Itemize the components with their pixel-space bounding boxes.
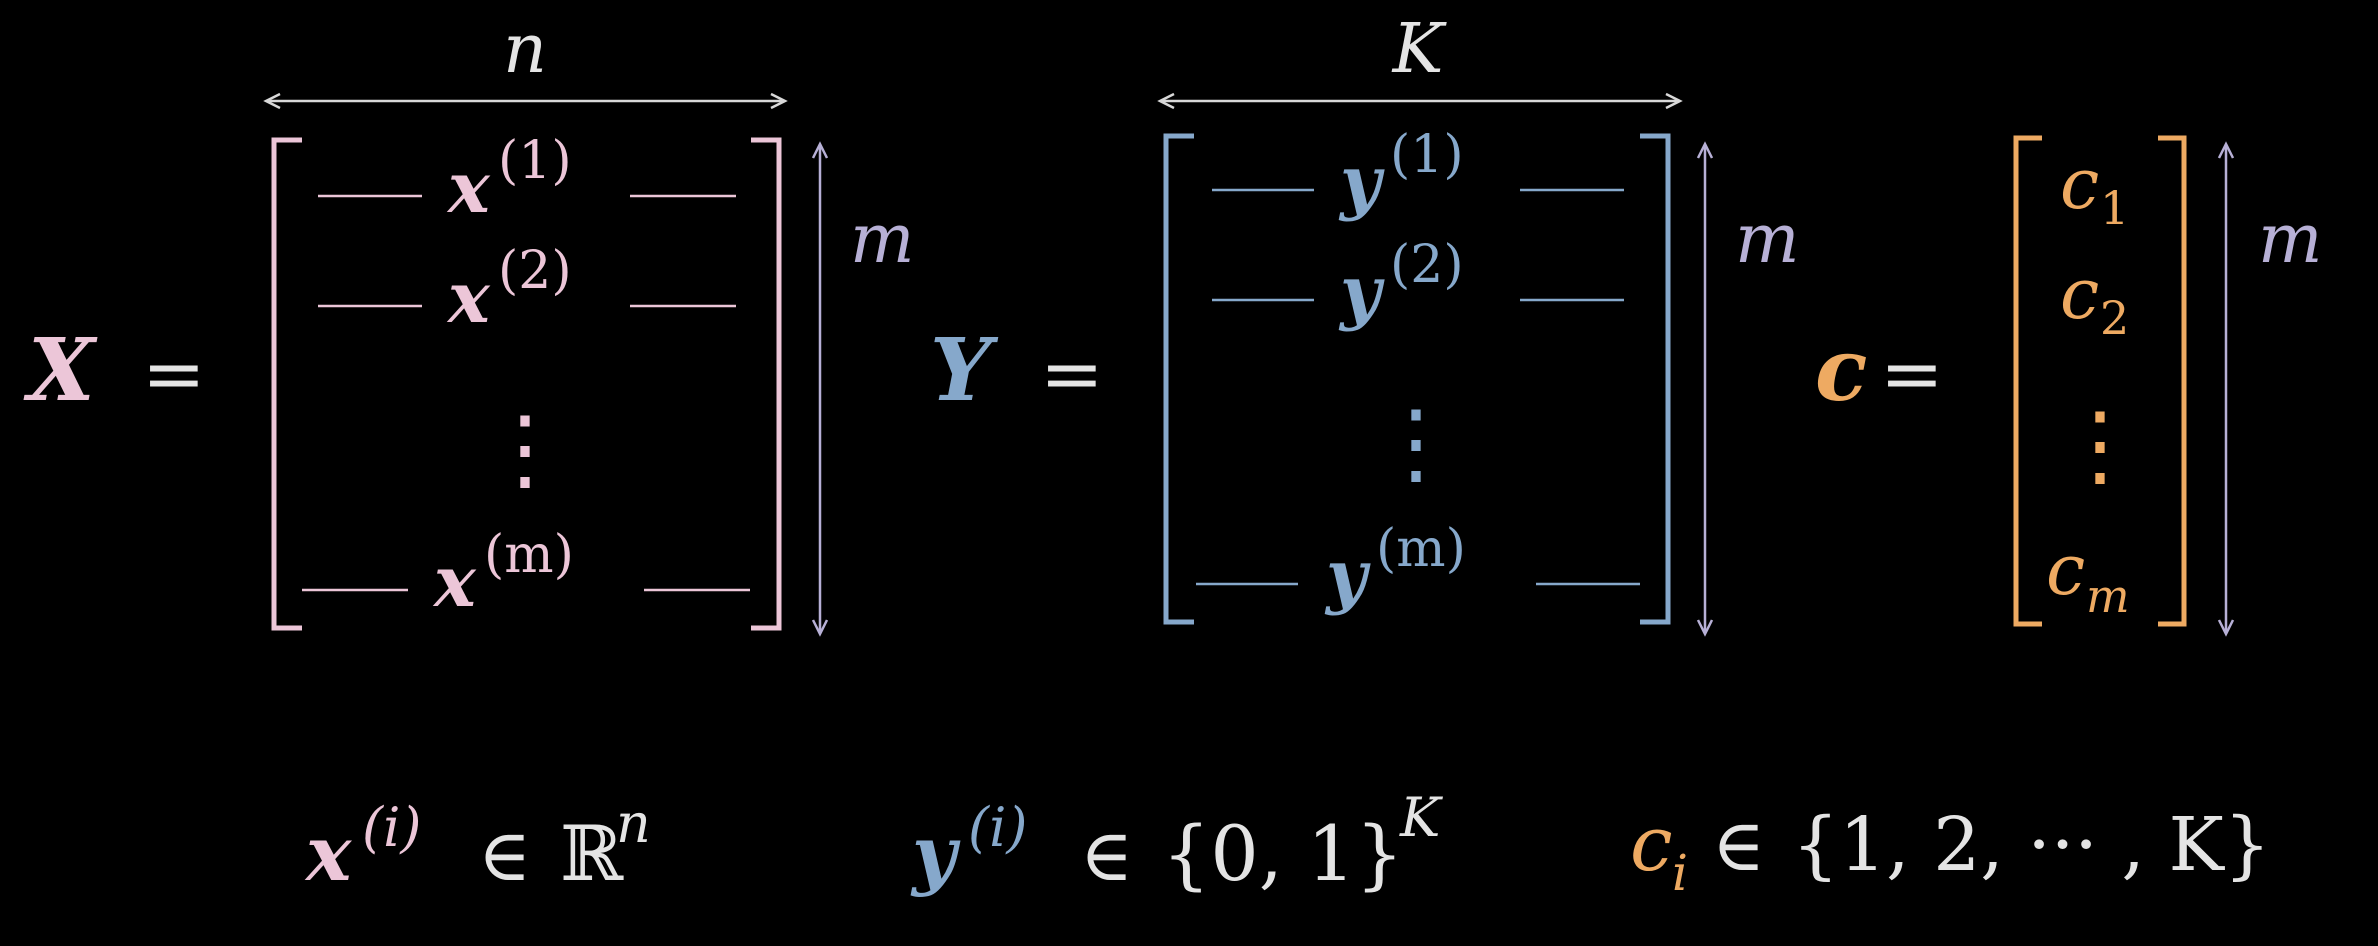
vector-c-group: c = c 1 c 2 ⋮ c m m xyxy=(1815,135,2322,637)
matrix-y-vdots: ⋮ xyxy=(1371,391,1461,496)
matrix-x-row-superscript: (m) xyxy=(484,525,574,585)
matrix-y-width-arrow xyxy=(1157,92,1683,110)
matrix-x-row-m: x (m) xyxy=(302,525,750,623)
definition-c: c i ∈ {1, 2, ··· , K} xyxy=(1630,799,2271,902)
vector-c-entry-1: c 1 xyxy=(2060,143,2129,235)
def-y-set-exponent: K xyxy=(1399,786,1443,849)
def-x-set: ℝ xyxy=(560,809,624,898)
definition-y: y (i) ∈ {0, 1} K xyxy=(910,786,1443,898)
matrix-x-vdots: ⋮ xyxy=(480,397,570,502)
matrix-x-row-symbol: x xyxy=(446,256,491,339)
vector-c-height-label: m xyxy=(2258,200,2322,279)
matrix-x-width-arrow xyxy=(263,92,788,110)
vector-c-entry-symbol: c xyxy=(2060,143,2099,225)
matrix-y-row-symbol: y xyxy=(1324,534,1371,617)
matrix-x-row-2: x (2) xyxy=(318,241,736,339)
matrix-x-row-1: x (1) xyxy=(318,131,736,229)
vector-c-entry-2: c 2 xyxy=(2060,253,2129,345)
matrix-y-row-superscript: (m) xyxy=(1376,519,1466,579)
definition-x: x (i) ∈ ℝ n xyxy=(304,792,651,898)
matrix-x-row-superscript: (1) xyxy=(498,131,572,191)
vector-c-height-arrow xyxy=(2217,141,2235,637)
matrix-y-brackets xyxy=(1163,133,1671,625)
def-c-set: {1, 2, ··· , K} xyxy=(1792,802,2271,888)
matrix-x-height-label: m xyxy=(850,200,914,279)
def-y-set: {0, 1} xyxy=(1162,809,1404,898)
matrix-y-height-arrow xyxy=(1696,141,1714,637)
matrix-y-name: Y xyxy=(930,320,999,421)
matrix-y-row-superscript: (2) xyxy=(1390,235,1464,295)
def-x-symbol: x xyxy=(304,809,353,898)
matrix-y-height-label: m xyxy=(1735,200,1799,279)
vector-c-entry-subscript: 2 xyxy=(2100,291,2129,345)
def-y-superscript: (i) xyxy=(968,796,1027,859)
matrix-x-height-arrow xyxy=(811,141,829,637)
def-c-subscript: i xyxy=(1672,844,1688,902)
def-x-set-exponent: n xyxy=(616,792,651,855)
matrix-y-group: Y = K y (1) y (2) ⋮ y (m) xyxy=(930,10,1799,637)
matrix-y-row-m: y (m) xyxy=(1196,519,1640,617)
matrix-y-equals: = xyxy=(1040,329,1104,418)
matrix-x-row-symbol: x xyxy=(446,146,491,229)
matrix-y-width-label: K xyxy=(1391,10,1448,89)
matrix-y-row-symbol: y xyxy=(1338,140,1385,223)
def-c-symbol: c xyxy=(1630,799,1673,888)
def-x-superscript: (i) xyxy=(362,796,421,859)
def-c-relation: ∈ xyxy=(1712,803,1765,887)
matrix-x-brackets xyxy=(271,137,782,631)
vector-c-brackets xyxy=(2013,135,2187,627)
vector-c-entry-symbol: c xyxy=(2046,529,2085,611)
matrix-x-equals: = xyxy=(142,329,206,418)
vector-c-entry-m: c m xyxy=(2046,529,2130,623)
matrix-x-row-superscript: (2) xyxy=(498,241,572,301)
matrix-x-name: X xyxy=(23,320,98,421)
matrix-x-row-symbol: x xyxy=(432,540,477,623)
vector-c-vdots: ⋮ xyxy=(2055,393,2145,498)
def-y-relation: ∈ xyxy=(1080,813,1133,897)
matrix-x-width-label: n xyxy=(503,10,547,89)
matrix-y-row-superscript: (1) xyxy=(1390,125,1464,185)
vector-c-equals: = xyxy=(1880,329,1944,418)
vector-c-entry-subscript: m xyxy=(2086,569,2130,623)
matrix-x-group: X = n x (1) x (2) ⋮ xyxy=(23,10,914,637)
def-x-relation: ∈ xyxy=(478,813,531,897)
matrix-y-row-2: y (2) xyxy=(1212,235,1624,333)
vector-c-entry-symbol: c xyxy=(2060,253,2099,335)
def-y-symbol: y xyxy=(910,809,961,898)
vector-c-name: c xyxy=(1815,320,1867,421)
matrix-y-row-symbol: y xyxy=(1338,250,1385,333)
vector-c-entry-subscript: 1 xyxy=(2100,181,2129,235)
matrix-y-row-1: y (1) xyxy=(1212,125,1624,223)
